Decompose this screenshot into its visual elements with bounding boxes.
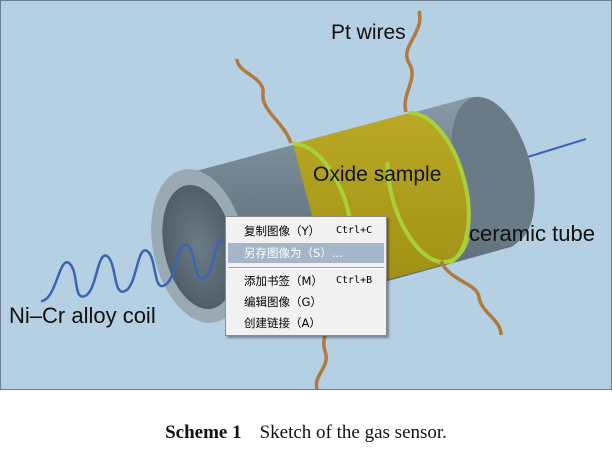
menu-item-save-image-as[interactable]: 另存图像为（S）... [228,243,384,263]
menu-item-label: 创建链接（A） [244,316,321,330]
oxide-sample-right-ring [408,110,471,265]
caption-number: Scheme 1 [165,422,242,443]
right-lead-wire [520,138,587,160]
figure-caption: Scheme 1 Sketch of the gas sensor. [0,422,612,444]
menu-item-add-bookmark[interactable]: 添加书签（M） Ctrl+B [228,271,384,291]
caption-text: Sketch of the gas sensor. [259,422,447,443]
menu-separator [228,267,384,269]
pt-wire-top-left [235,58,293,144]
pt-wire-bottom-right [439,260,503,336]
menu-item-create-link[interactable]: 创建链接（A） [228,313,384,333]
ceramic-tube-hole [162,184,236,310]
image-context-menu: 复制图像（Y） Ctrl+C 另存图像为（S）... 添加书签（M） Ctrl+… [225,216,387,336]
ceramic-tube-label: ceramic tube [469,221,595,246]
menu-item-shortcut: Ctrl+B [336,275,373,286]
menu-item-label: 复制图像（Y） [244,224,321,238]
menu-item-label: 另存图像为（S）... [244,246,343,260]
pt-wire-top-right [403,10,422,113]
oxide-sample-label: Oxide sample [313,163,442,186]
menu-item-edit-image[interactable]: 编辑图像（G） [228,292,384,312]
menu-item-copy-image[interactable]: 复制图像（Y） Ctrl+C [228,221,384,241]
nicr-coil-label: Ni–Cr alloy coil [9,303,156,328]
sensor-figure: Pt wires Oxide sample ceramic tube Ni–Cr… [0,0,612,390]
nicr-coil-wire [40,238,224,303]
menu-item-label: 添加书签（M） [244,274,323,288]
menu-item-shortcut: Ctrl+C [336,225,373,236]
menu-item-label: 编辑图像（G） [244,295,322,309]
pt-wires-label: Pt wires [331,21,406,44]
ceramic-tube-right-end [451,96,535,246]
